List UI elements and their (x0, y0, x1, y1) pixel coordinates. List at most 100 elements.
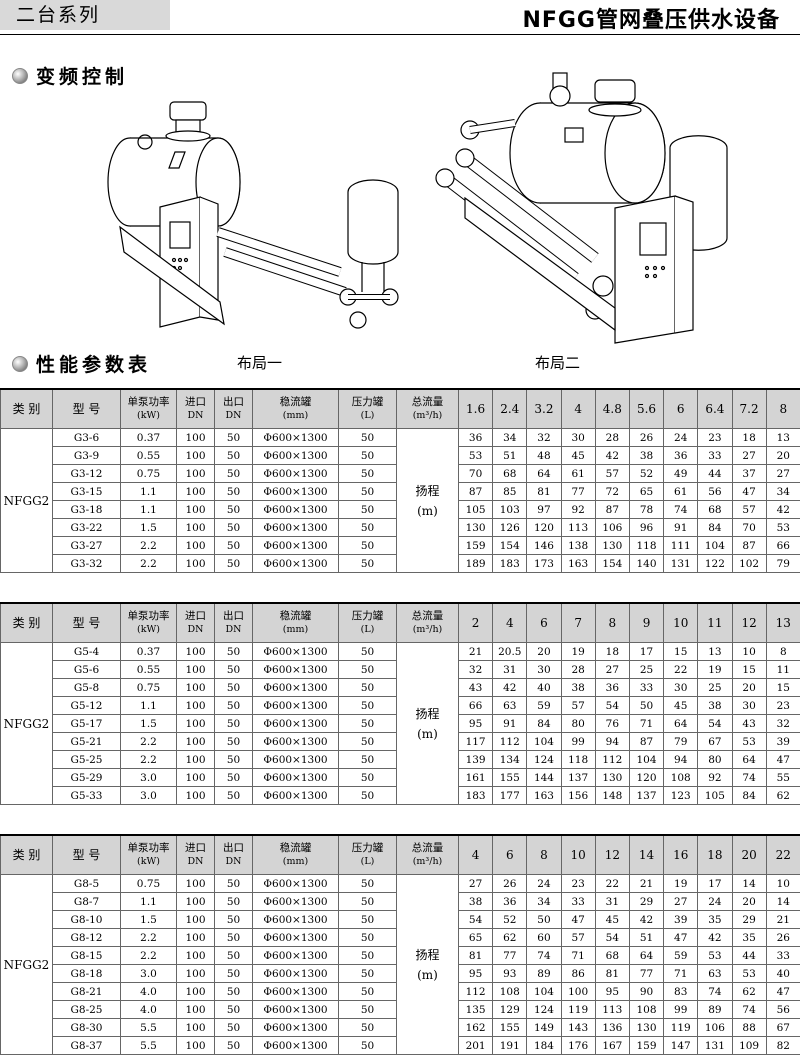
head-label-cell: 扬程(m) (397, 429, 459, 573)
flow-value-header: 16 (664, 835, 698, 875)
head-value-cell: 138 (561, 537, 595, 555)
tank-cell: Φ600×1300 (253, 679, 339, 697)
head-value-cell: 53 (732, 965, 766, 983)
head-value-cell: 71 (664, 965, 698, 983)
head-value-cell: 120 (629, 769, 663, 787)
head-value-cell: 33 (561, 893, 595, 911)
head-value-cell: 27 (459, 875, 493, 893)
head-value-cell: 129 (493, 1001, 527, 1019)
model-cell: G8-5 (53, 875, 121, 893)
head-value-cell: 43 (459, 679, 493, 697)
flow-value-header: 6 (527, 603, 561, 643)
outlet-cell: 50 (215, 875, 253, 893)
header-model: 型 号 (53, 835, 121, 875)
head-value-cell: 74 (664, 501, 698, 519)
flow-value-header: 13 (766, 603, 800, 643)
model-cell: G5-17 (53, 715, 121, 733)
head-value-cell: 163 (527, 787, 561, 805)
header-inlet-line1: 进口 (177, 396, 214, 409)
head-value-cell: 87 (595, 501, 629, 519)
head-value-cell: 124 (527, 751, 561, 769)
head-value-cell: 140 (629, 555, 663, 573)
head-value-cell: 72 (595, 483, 629, 501)
header-pressure-tank-line1: 压力罐 (339, 610, 396, 623)
pressure-tank-cell: 50 (339, 519, 397, 537)
head-value-cell: 40 (766, 965, 800, 983)
pressure-tank-cell: 50 (339, 893, 397, 911)
model-cell: G8-18 (53, 965, 121, 983)
header-tank-line1: 稳流罐 (253, 396, 338, 409)
header-tank: 稳流罐(mm) (253, 389, 339, 429)
head-value-cell: 44 (732, 947, 766, 965)
head-value-cell: 50 (629, 697, 663, 715)
flow-value-header: 4.8 (595, 389, 629, 429)
head-value-cell: 20 (732, 893, 766, 911)
outlet-cell: 50 (215, 537, 253, 555)
head-value-cell: 105 (459, 501, 493, 519)
model-cell: G8-30 (53, 1019, 121, 1037)
header-pressure-tank-line1: 压力罐 (339, 396, 396, 409)
head-value-cell: 55 (766, 769, 800, 787)
model-cell: G8-12 (53, 929, 121, 947)
head-value-cell: 10 (766, 875, 800, 893)
head-value-cell: 19 (664, 875, 698, 893)
power-cell: 1.1 (121, 893, 177, 911)
header-power: 单泵功率(kW) (121, 603, 177, 643)
inlet-cell: 100 (177, 501, 215, 519)
head-value-cell: 70 (732, 519, 766, 537)
power-cell: 0.37 (121, 429, 177, 447)
flow-value-header: 3.2 (527, 389, 561, 429)
power-cell: 1.1 (121, 501, 177, 519)
flow-value-header: 4 (561, 389, 595, 429)
power-cell: 2.2 (121, 929, 177, 947)
pressure-tank-cell: 50 (339, 947, 397, 965)
section-title-vfd-text: 变频控制 (36, 62, 128, 89)
head-value-cell: 108 (629, 1001, 663, 1019)
head-value-cell: 57 (732, 501, 766, 519)
head-value-cell: 32 (459, 661, 493, 679)
model-cell: G8-25 (53, 1001, 121, 1019)
flow-value-header: 12 (732, 603, 766, 643)
head-value-cell: 62 (766, 787, 800, 805)
pressure-tank-cell: 50 (339, 733, 397, 751)
head-value-cell: 65 (629, 483, 663, 501)
head-value-cell: 131 (698, 1037, 732, 1055)
flow-value-header: 20 (732, 835, 766, 875)
header-divider (0, 34, 800, 35)
header-pressure-tank-line1: 压力罐 (339, 842, 396, 855)
head-label-cell: 扬程(m) (397, 875, 459, 1055)
header-flow-line1: 总流量 (397, 610, 458, 623)
head-value-cell: 64 (629, 947, 663, 965)
head-value-cell: 19 (561, 643, 595, 661)
head-value-cell: 23 (766, 697, 800, 715)
head-value-cell: 54 (459, 911, 493, 929)
head-value-cell: 48 (527, 447, 561, 465)
head-value-cell: 45 (595, 911, 629, 929)
head-value-cell: 156 (561, 787, 595, 805)
head-value-cell: 35 (698, 911, 732, 929)
head-value-cell: 108 (493, 983, 527, 1001)
head-value-cell: 37 (732, 465, 766, 483)
head-value-cell: 47 (766, 983, 800, 1001)
head-value-cell: 24 (527, 875, 561, 893)
head-value-cell: 81 (459, 947, 493, 965)
head-value-cell: 94 (664, 751, 698, 769)
head-value-cell: 112 (595, 751, 629, 769)
head-value-cell: 45 (561, 447, 595, 465)
tank-cell: Φ600×1300 (253, 501, 339, 519)
head-value-cell: 47 (664, 929, 698, 947)
head-value-cell: 163 (561, 555, 595, 573)
header-power-line2: (kW) (121, 855, 176, 868)
series-label: 二台系列 (0, 0, 170, 30)
category-cell: NFGG2 (1, 875, 53, 1055)
head-value-cell: 45 (664, 697, 698, 715)
head-value-cell: 95 (595, 983, 629, 1001)
flow-value-header: 22 (766, 835, 800, 875)
header-outlet-line2: DN (215, 409, 252, 422)
head-value-cell: 95 (459, 715, 493, 733)
header-model: 型 号 (53, 389, 121, 429)
header-inlet-line2: DN (177, 623, 214, 636)
